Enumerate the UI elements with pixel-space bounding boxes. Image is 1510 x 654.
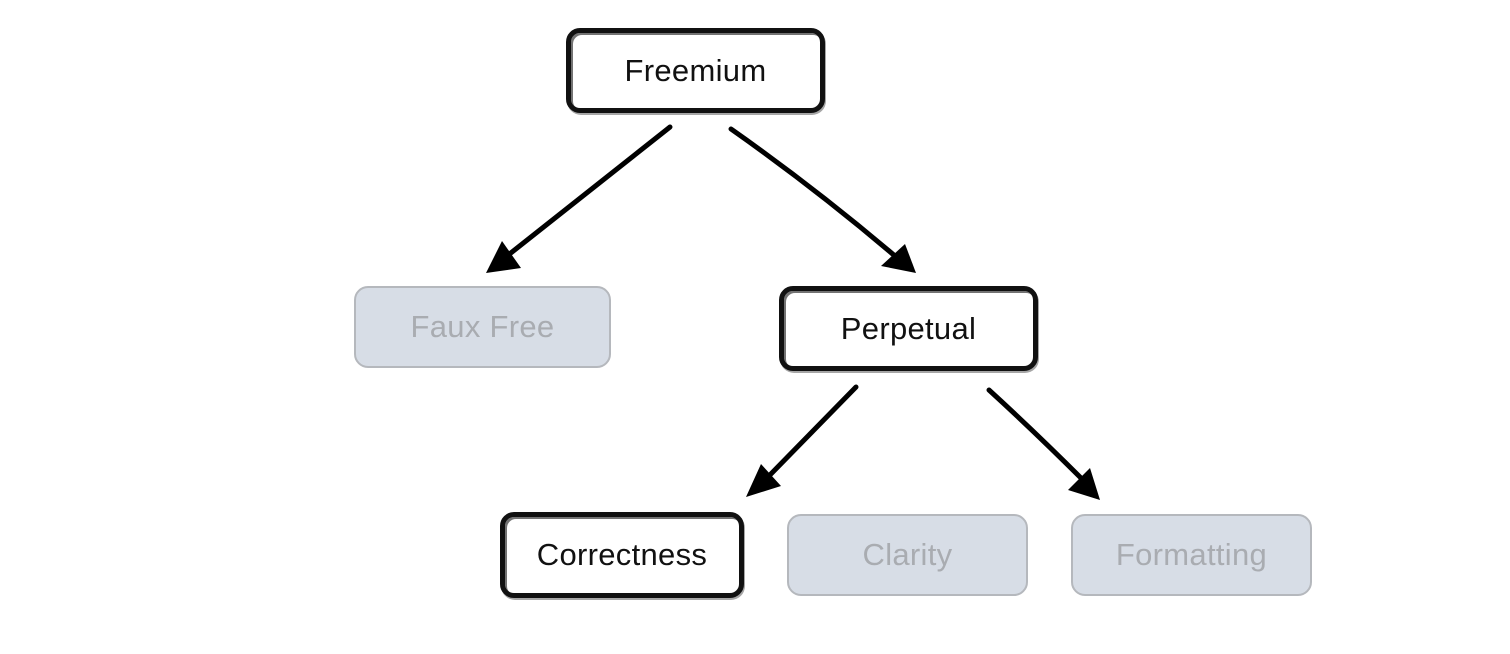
node-label: Clarity <box>862 537 953 572</box>
arrowhead-icon <box>486 241 521 273</box>
node-faux-free[interactable]: Faux Free <box>354 286 611 368</box>
node-label: Faux Free <box>410 309 555 344</box>
node-perpetual[interactable]: Perpetual <box>779 286 1038 371</box>
arrowhead-icon <box>1068 468 1100 500</box>
edge-freemium-to-faux-free <box>486 124 673 273</box>
edge-perpetual-to-formatting <box>986 387 1100 500</box>
arrowhead-icon <box>881 244 916 273</box>
node-correctness[interactable]: Correctness <box>500 512 744 598</box>
edge-perpetual-to-correctness <box>746 384 859 497</box>
node-clarity[interactable]: Clarity <box>787 514 1028 596</box>
node-label: Freemium <box>624 52 767 88</box>
edge-freemium-to-perpetual <box>728 126 916 273</box>
node-formatting[interactable]: Formatting <box>1071 514 1312 596</box>
node-freemium[interactable]: Freemium <box>566 28 825 113</box>
node-label: Formatting <box>1115 537 1268 572</box>
node-label: Perpetual <box>840 310 977 346</box>
arrowhead-icon <box>746 464 781 497</box>
node-label: Correctness <box>536 537 708 572</box>
